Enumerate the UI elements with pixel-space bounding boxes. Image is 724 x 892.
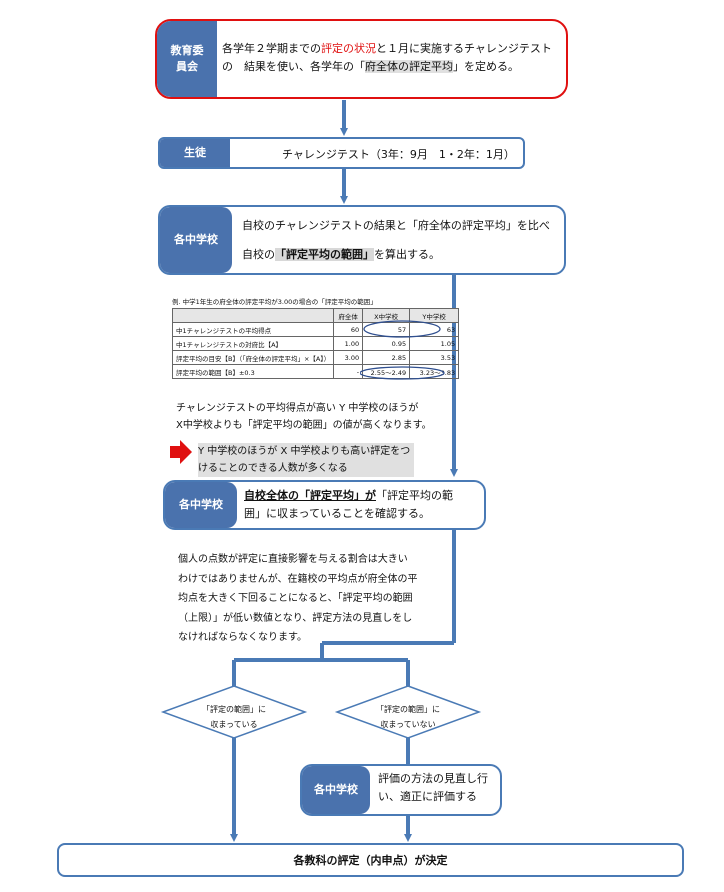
step5-tag: 各中学校 bbox=[302, 766, 370, 814]
oval-range bbox=[360, 366, 445, 380]
step2-text: チャレンジテスト（3年：9月 1・2年：1月） bbox=[282, 148, 515, 161]
table-row: 中1チャレンジテストの対府比【A】 1.00 0.95 1.05 bbox=[171, 336, 460, 351]
table-header-row: 府全体 X中学校 Y中学校 bbox=[171, 308, 460, 323]
step3-line2: 自校の「評定平均の範囲」を算出する。 bbox=[242, 248, 440, 261]
table-row: 中1チャレンジテストの平均得点 60 57 63 bbox=[171, 322, 460, 337]
oval-avg-score bbox=[363, 320, 441, 338]
step1-tag: 教育委員会 bbox=[157, 21, 217, 97]
example-caption: 例. 中学1年生の府全体の評定平均が3.00の場合の「評定平均の範囲」 bbox=[172, 298, 377, 306]
step3-tag-label: 各中学校 bbox=[174, 232, 218, 246]
step1-text: 各学年２学期までの評定の状況と１月に実施するチャレンジテストの 結果を使い、各学… bbox=[222, 42, 552, 73]
step2-tag: 生徒 bbox=[160, 139, 230, 167]
note1: チャレンジテストの平均得点が高い Y 中学校のほうが X中学校よりも「評定平均の… bbox=[176, 403, 432, 431]
step4-text: 自校全体の「評定平均」が「評定平均の範囲」に収まっていることを確認する。 bbox=[244, 489, 453, 520]
step2-tag-label: 生徒 bbox=[184, 145, 206, 159]
final-result-box: 各教科の評定（内申点）が決定 bbox=[57, 843, 684, 877]
diamond-right-label: 「評定の範囲」に 収まっていない bbox=[376, 705, 440, 730]
step1-tag-label: 教育委員会 bbox=[170, 43, 204, 74]
final-result-label: 各教科の評定（内申点）が決定 bbox=[293, 854, 448, 867]
example-table-wrap: 府全体 X中学校 Y中学校 中1チャレンジテストの平均得点 60 57 63 中… bbox=[171, 308, 460, 379]
decision-diamond-left bbox=[160, 685, 308, 739]
step4-tag-label: 各中学校 bbox=[179, 497, 223, 511]
example-table: 府全体 X中学校 Y中学校 中1チャレンジテストの平均得点 60 57 63 中… bbox=[171, 308, 460, 379]
step3-tag: 各中学校 bbox=[160, 207, 232, 273]
decision-diamond-right bbox=[334, 685, 482, 739]
table-highlight-ovals bbox=[360, 320, 445, 380]
diamond-left-label: 「評定の範囲」に 収まっている bbox=[202, 705, 266, 730]
step3-line1: 自校のチャレンジテストの結果と「府全体の評定平均」を比べ bbox=[242, 219, 550, 232]
step5-text: 評価の方法の見直し行 い、適正に評価する bbox=[378, 772, 488, 803]
highlight-red: 評定の状況 bbox=[321, 42, 376, 55]
table-row: 評定平均の目安【B】（「府全体の評定平均」×【A】） 3.00 2.85 3.5… bbox=[171, 350, 460, 365]
note3: 個人の点数が評定に直接影響を与える割合は大きい わけではありませんが、在籍校の平… bbox=[178, 554, 418, 643]
step4-tag: 各中学校 bbox=[165, 482, 237, 528]
step5-tag-label: 各中学校 bbox=[314, 782, 358, 796]
note2: Y 中学校のほうが X 中学校よりも高い評定をつ けることのできる人数が多くなる bbox=[198, 443, 414, 477]
step1-box bbox=[155, 19, 568, 99]
red-pointer-arrow-icon bbox=[170, 440, 192, 464]
